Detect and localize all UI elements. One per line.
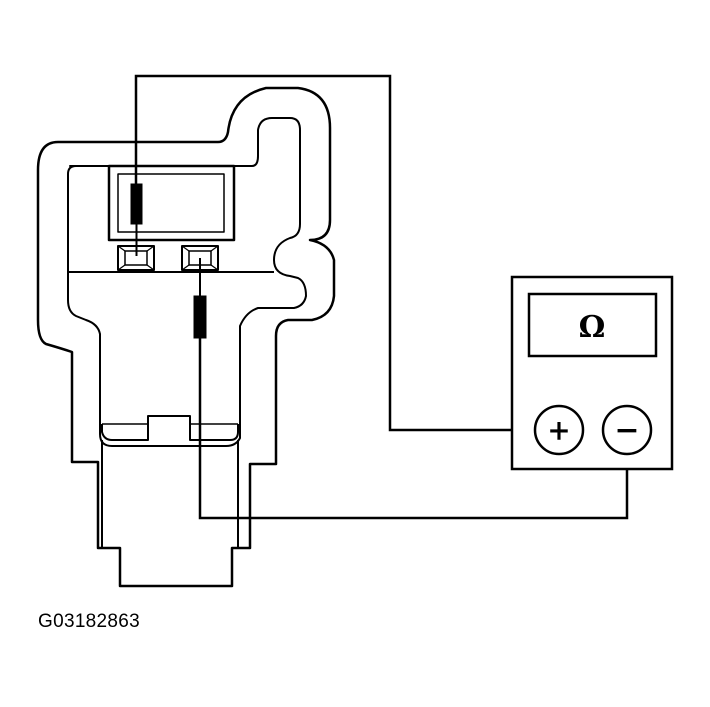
test-leads [130, 74, 629, 520]
meter-display [527, 292, 658, 358]
positive-terminal-label: + [547, 414, 570, 447]
ohmmeter: Ω + − [510, 275, 674, 471]
sensor-housing-outer [36, 86, 336, 588]
positive-terminal [533, 404, 585, 456]
sensor-port [101, 440, 239, 549]
connector-window-inner [117, 173, 225, 233]
positive-lead-wire [134, 74, 538, 432]
negative-probe [193, 258, 207, 339]
sensor-housing-inner [67, 117, 307, 447]
connector-window [107, 164, 236, 242]
sensor-body [36, 86, 336, 588]
positive-probe [130, 183, 143, 256]
negative-terminal-label: − [614, 413, 639, 448]
sensor-stem [101, 415, 239, 441]
ohm-symbol: Ω [579, 310, 606, 345]
negative-terminal [601, 404, 653, 456]
negative-lead-wire [198, 336, 629, 520]
figure-id-label: G03182863 [38, 611, 141, 632]
